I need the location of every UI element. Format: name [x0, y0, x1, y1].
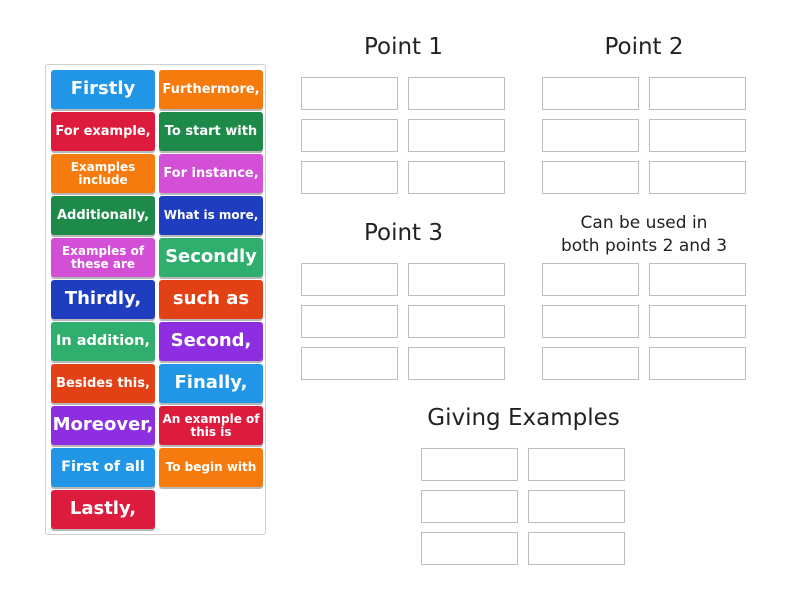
point-1-drop-slot[interactable] — [408, 119, 505, 152]
point-3-drop-slot[interactable] — [408, 305, 505, 338]
group-title-giving-examples: Giving Examples — [427, 405, 620, 431]
giving-examples-drop-slot[interactable] — [421, 448, 518, 481]
point-1-drop-slot[interactable] — [408, 161, 505, 194]
giving-examples-drop-slot[interactable] — [421, 490, 518, 523]
card-for-example[interactable]: For example, — [51, 112, 155, 151]
giving-examples-drop-slot[interactable] — [528, 532, 625, 565]
card-firstly[interactable]: Firstly — [51, 70, 155, 109]
card-secondly[interactable]: Secondly — [159, 238, 263, 277]
both-points-drop-slot[interactable] — [649, 263, 746, 296]
card-examples-of-these-are[interactable]: Examples of these are — [51, 238, 155, 277]
point-3-drop-slot[interactable] — [301, 263, 398, 296]
point-1-drop-slot[interactable] — [408, 77, 505, 110]
point-3-drop-slot[interactable] — [301, 305, 398, 338]
group-title-point-1: Point 1 — [363, 34, 444, 60]
point-3-drop-slot[interactable] — [408, 263, 505, 296]
group-title-both-line-2: both points 2 and 3 — [560, 235, 728, 256]
both-points-drop-slot[interactable] — [542, 305, 639, 338]
giving-examples-drop-slot[interactable] — [528, 490, 625, 523]
point-3-drop-slot[interactable] — [408, 347, 505, 380]
group-title-both-points: Can be used in both points 2 and 3 — [536, 212, 752, 258]
card-to-begin-with[interactable]: To begin with — [159, 448, 263, 487]
both-points-drop-slot[interactable] — [542, 347, 639, 380]
card-besides-this[interactable]: Besides this, — [51, 364, 155, 403]
both-points-drop-slot[interactable] — [649, 347, 746, 380]
giving-examples-drop-slot[interactable] — [528, 448, 625, 481]
card-additionally[interactable]: Additionally, — [51, 196, 155, 235]
card-for-instance[interactable]: For instance, — [159, 154, 263, 193]
group-title-both-line-1: Can be used in — [580, 213, 708, 233]
point-2-drop-slot[interactable] — [542, 119, 639, 152]
card-examples-include[interactable]: Examples include — [51, 154, 155, 193]
card-thirdly[interactable]: Thirdly, — [51, 280, 155, 319]
card-such-as[interactable]: such as — [159, 280, 263, 319]
point-2-drop-slot[interactable] — [542, 77, 639, 110]
point-2-drop-slot[interactable] — [649, 119, 746, 152]
card-what-is-more[interactable]: What is more, — [159, 196, 263, 235]
both-points-drop-slot[interactable] — [649, 305, 746, 338]
card-first-of-all[interactable]: First of all — [51, 448, 155, 487]
point-2-drop-slot[interactable] — [542, 161, 639, 194]
card-second[interactable]: Second, — [159, 322, 263, 361]
point-1-drop-slot[interactable] — [301, 161, 398, 194]
card-furthermore[interactable]: Furthermore, — [159, 70, 263, 109]
card-lastly[interactable]: Lastly, — [51, 490, 155, 529]
group-title-point-2: Point 2 — [604, 34, 684, 60]
card-to-start-with[interactable]: To start with — [159, 112, 263, 151]
point-2-drop-slot[interactable] — [649, 161, 746, 194]
point-3-drop-slot[interactable] — [301, 347, 398, 380]
card-an-example-of-this-is[interactable]: An example of this is — [159, 406, 263, 445]
point-1-drop-slot[interactable] — [301, 77, 398, 110]
point-1-drop-slot[interactable] — [301, 119, 398, 152]
giving-examples-drop-slot[interactable] — [421, 532, 518, 565]
card-finally[interactable]: Finally, — [159, 364, 263, 403]
point-2-drop-slot[interactable] — [649, 77, 746, 110]
group-title-point-3: Point 3 — [363, 220, 444, 246]
card-in-addition[interactable]: In addition, — [51, 322, 155, 361]
card-tray: Firstly Furthermore, For example, To sta… — [45, 64, 266, 535]
card-moreover[interactable]: Moreover, — [51, 406, 155, 445]
both-points-drop-slot[interactable] — [542, 263, 639, 296]
